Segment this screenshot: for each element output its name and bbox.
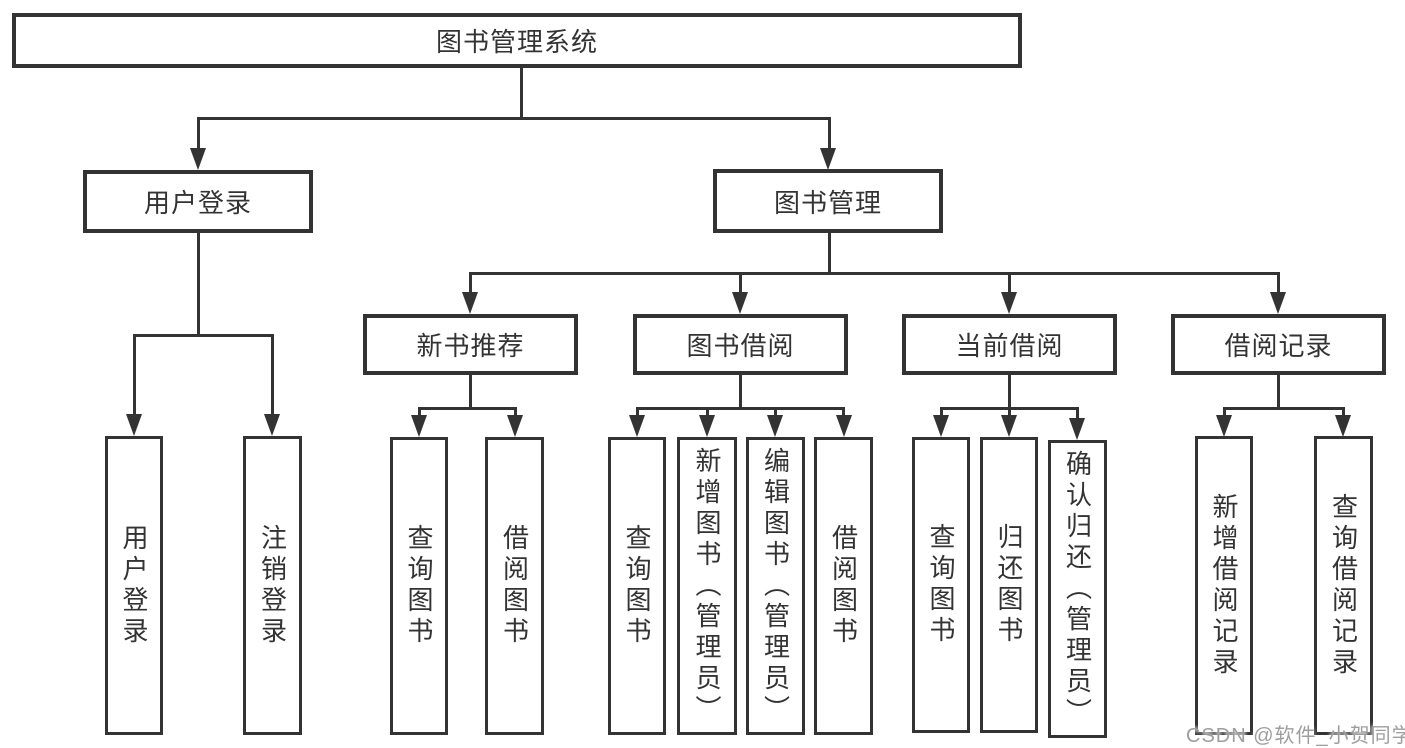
arrowhead (411, 415, 427, 437)
arrowhead (264, 414, 280, 436)
connector-shaft (1008, 272, 1011, 294)
connector-group-bar (418, 407, 517, 410)
arrowhead (629, 415, 645, 437)
leaf-query-borrow-record: 查询借阅记录 (1314, 436, 1373, 735)
connector-shaft (706, 407, 709, 419)
connector-shaft (940, 407, 943, 419)
leaf-label: 新增图书（管理员） (692, 446, 722, 726)
node-label: 用户登录 (143, 188, 252, 218)
node-label: 图书管理 (773, 187, 882, 218)
arrowhead (507, 415, 523, 437)
arrowhead (820, 148, 836, 170)
leaf-label: 查询图书 (622, 524, 652, 648)
node-current-borrow: 当前借阅 (902, 314, 1117, 375)
connector-level2-bar (469, 272, 1280, 275)
leaf-query-books-borrow: 查询图书 (608, 437, 666, 735)
node-book-borrow: 图书借阅 (633, 314, 848, 375)
node-borrow-records: 借阅记录 (1171, 314, 1386, 375)
leaf-borrow-books-rec: 借阅图书 (485, 437, 544, 735)
connector-user-login-bar (133, 334, 273, 337)
connector-group-bar (1223, 407, 1344, 410)
node-label: 图书管理系统 (435, 27, 598, 57)
arrowhead (767, 415, 783, 437)
arrowhead (1335, 415, 1351, 437)
leaf-label: 归还图书 (994, 523, 1024, 647)
connector-shaft (418, 407, 421, 419)
connector-shaft (271, 334, 274, 416)
arrowhead (732, 292, 748, 314)
connector-section-stub (469, 375, 472, 410)
leaf-query-books-current: 查询图书 (912, 437, 970, 733)
leaf-label: 注销登录 (257, 523, 288, 648)
connector-shaft (514, 407, 517, 419)
node-label: 图书借阅 (686, 331, 795, 361)
arrowhead (462, 292, 478, 314)
arrowhead (126, 414, 142, 436)
leaf-label: 用户登录 (119, 523, 149, 648)
arrowhead (1270, 292, 1286, 314)
connector-user-login-stub (197, 233, 200, 336)
csdn-watermark: CSDN @软件_小贺同学 (1186, 725, 1405, 747)
leaf-label: 新增借阅记录 (1209, 492, 1239, 679)
leaf-return-books: 归还图书 (980, 437, 1038, 733)
leaf-borrow-books: 借阅图书 (814, 437, 873, 735)
leaf-label: 借阅图书 (828, 524, 859, 648)
connector-book-mgmt-stub (828, 233, 831, 274)
connector-shaft (1342, 407, 1345, 419)
connector-shaft (469, 272, 472, 294)
connector-shaft (197, 117, 200, 152)
leaf-label: 查询图书 (404, 524, 434, 648)
connector-shaft (1076, 407, 1079, 421)
arrowhead (190, 148, 206, 170)
leaf-add-books-admin: 新增图书（管理员） (677, 437, 737, 735)
connector-shaft (828, 117, 831, 152)
node-label: 当前借阅 (955, 331, 1064, 361)
leaf-label: 编辑图书（管理员） (760, 446, 791, 726)
connector-section-stub (1008, 375, 1011, 410)
node-label: 借阅记录 (1224, 331, 1333, 361)
leaf-label: 查询图书 (926, 523, 956, 647)
node-label: 新书推荐 (416, 331, 525, 361)
leaf-label: 查询借阅记录 (1328, 492, 1359, 679)
connector-level1-bar (197, 117, 831, 120)
connector-shaft (774, 407, 777, 419)
connector-group-bar (636, 407, 845, 410)
arrowhead (1001, 415, 1017, 437)
connector-shaft (1223, 407, 1226, 419)
connector-section-stub (739, 375, 742, 410)
arrowhead (699, 415, 715, 437)
connector-shaft (739, 272, 742, 294)
arrowhead (1069, 418, 1085, 440)
connector-shaft (1008, 407, 1011, 419)
node-user-login: 用户登录 (83, 170, 313, 233)
connector-shaft (1277, 272, 1280, 294)
node-book-mgmt: 图书管理 (713, 169, 943, 233)
leaf-add-borrow-record: 新增借阅记录 (1195, 436, 1253, 735)
arrowhead (1001, 292, 1017, 314)
leaf-logout: 注销登录 (243, 436, 302, 735)
arrowhead (1216, 415, 1232, 437)
leaf-confirm-return-admin: 确认归还（管理员） (1048, 440, 1107, 738)
connector-shaft (133, 334, 136, 416)
node-new-book-rec: 新书推荐 (363, 314, 578, 375)
leaf-label: 借阅图书 (499, 524, 530, 648)
arrowhead (836, 415, 852, 437)
leaf-user-login: 用户登录 (105, 436, 163, 735)
arrowhead (933, 415, 949, 437)
leaf-edit-books-admin: 编辑图书（管理员） (746, 437, 805, 735)
leaf-label: 确认归还（管理员） (1062, 449, 1093, 729)
connector-shaft (842, 407, 845, 419)
leaf-query-books-rec: 查询图书 (390, 437, 448, 735)
connector-section-stub (1277, 375, 1280, 410)
node-root: 图书管理系统 (12, 13, 1022, 68)
connector-shaft (636, 407, 639, 419)
connector-root-stub (520, 66, 523, 119)
